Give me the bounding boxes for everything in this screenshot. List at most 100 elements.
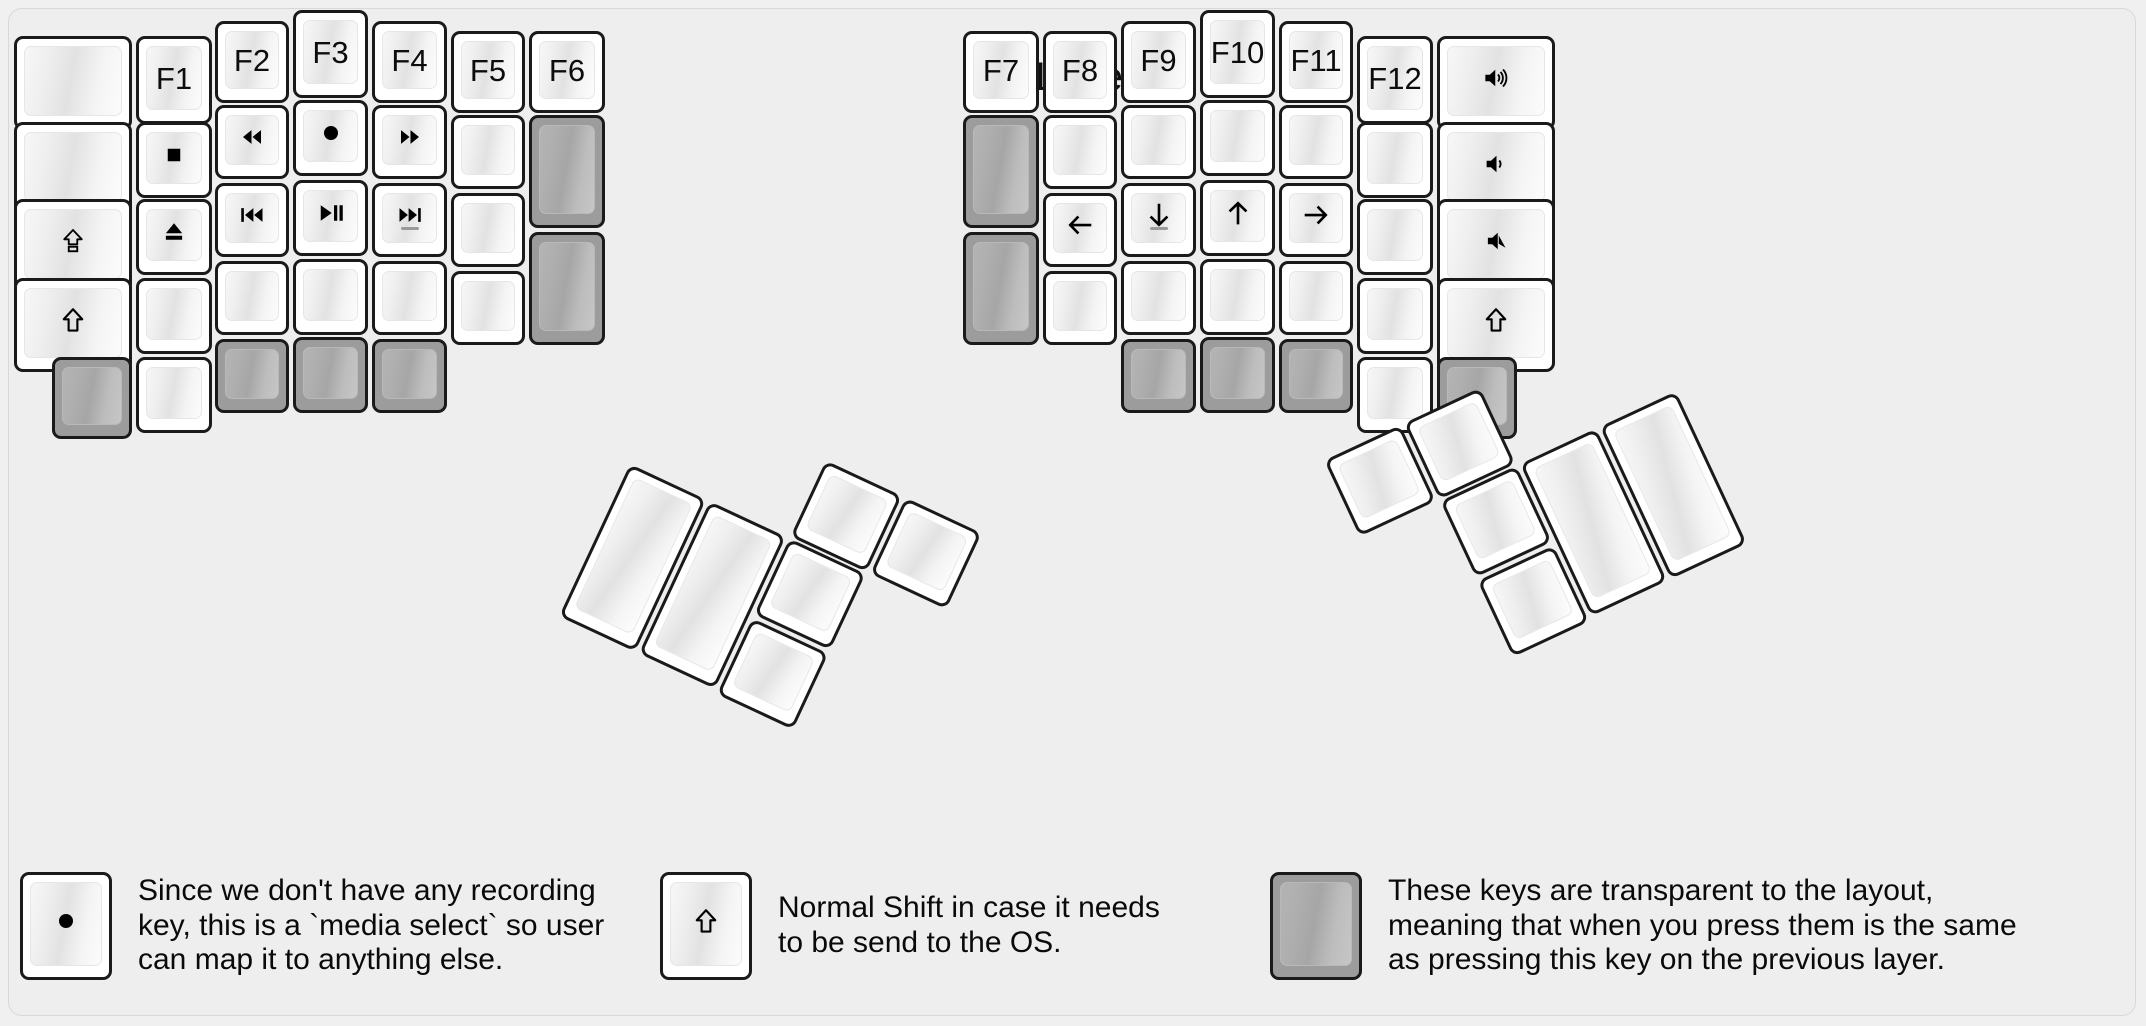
keycap-surface: F10 xyxy=(1210,20,1265,84)
key-fast-forward-icon[interactable] xyxy=(372,105,447,179)
keycap-surface xyxy=(805,473,889,556)
key-blank[interactable] xyxy=(372,339,447,413)
key-arrow-right-icon[interactable] xyxy=(1279,183,1353,257)
keycap-surface xyxy=(225,271,279,321)
keycap-surface xyxy=(1447,132,1545,202)
key-next-track-icon[interactable] xyxy=(372,183,447,257)
key-blank[interactable] xyxy=(1043,271,1117,345)
arrow-down-icon xyxy=(1144,200,1174,236)
key-f3[interactable]: F3 xyxy=(293,10,368,98)
key-arrow-down-icon[interactable] xyxy=(1121,183,1196,257)
key-label: F4 xyxy=(391,42,428,78)
keycap-surface xyxy=(1280,882,1352,966)
keycap-surface xyxy=(225,349,279,399)
key-blank[interactable] xyxy=(215,261,289,335)
key-f8[interactable]: F8 xyxy=(1043,31,1117,113)
key-previous-track-icon[interactable] xyxy=(215,183,289,257)
key-volume-mute-icon[interactable] xyxy=(1437,199,1555,293)
key-blank[interactable] xyxy=(14,122,132,216)
key-shift-icon[interactable] xyxy=(1437,278,1555,372)
keycap-surface xyxy=(1131,349,1186,399)
key-blank[interactable] xyxy=(451,193,525,267)
volume-mute-icon xyxy=(1481,226,1511,262)
keycap-surface xyxy=(146,209,202,261)
key-blank[interactable] xyxy=(529,232,605,345)
keycap-surface xyxy=(1367,209,1423,261)
keycap-surface: F11 xyxy=(1289,31,1343,89)
key-label: F1 xyxy=(155,60,193,96)
keycap-surface xyxy=(1490,558,1575,641)
key-f9[interactable]: F9 xyxy=(1121,21,1196,103)
key-volume-up-icon[interactable] xyxy=(1437,36,1555,130)
keycap-surface xyxy=(1453,478,1537,561)
key-f7[interactable]: F7 xyxy=(963,31,1039,113)
keycap-sub-dash xyxy=(400,227,419,230)
key-blank[interactable] xyxy=(1279,261,1353,335)
key-f12[interactable]: F12 xyxy=(1357,36,1433,124)
key-blank[interactable] xyxy=(293,337,368,413)
keycap-surface xyxy=(382,271,437,321)
key-blank[interactable] xyxy=(1200,259,1275,335)
key-blank[interactable] xyxy=(1121,339,1196,413)
keycap-surface xyxy=(1210,347,1265,399)
key-blank[interactable] xyxy=(1357,278,1433,354)
keycap-surface xyxy=(303,347,358,399)
key-label: F8 xyxy=(1061,52,1099,88)
key-f5[interactable]: F5 xyxy=(451,31,525,113)
keycap-surface xyxy=(1053,125,1107,175)
key-blank[interactable] xyxy=(14,36,132,130)
key-f1[interactable]: F1 xyxy=(136,36,212,124)
key-blank[interactable] xyxy=(963,115,1039,228)
keycap-surface: F6 xyxy=(539,41,595,99)
keycap-surface xyxy=(24,46,122,116)
keycap-surface xyxy=(539,125,595,214)
key-blank[interactable] xyxy=(1200,337,1275,413)
key-blank[interactable] xyxy=(372,261,447,335)
key-shift-icon[interactable] xyxy=(14,278,132,372)
key-blank[interactable] xyxy=(293,259,368,335)
key-blank[interactable] xyxy=(451,115,525,189)
key-arrow-left-icon[interactable] xyxy=(1043,193,1117,267)
key-blank[interactable] xyxy=(1121,105,1196,179)
stop-icon xyxy=(159,140,189,176)
key-blank[interactable] xyxy=(1121,261,1196,335)
key-blank[interactable] xyxy=(529,115,605,228)
key-blank[interactable] xyxy=(1279,339,1353,413)
key-caps-lock-icon[interactable] xyxy=(14,199,132,293)
legend-text: Since we don't have any recording key, t… xyxy=(138,873,605,977)
key-f11[interactable]: F11 xyxy=(1279,21,1353,103)
keycap-surface xyxy=(1053,203,1107,253)
key-blank[interactable] xyxy=(451,271,525,345)
key-blank[interactable] xyxy=(215,339,289,413)
keycap-surface xyxy=(382,349,437,399)
key-label: F11 xyxy=(1290,42,1342,78)
key-blank[interactable] xyxy=(1357,199,1433,275)
key-blank[interactable] xyxy=(1357,122,1433,198)
key-play-pause-icon[interactable] xyxy=(293,180,368,256)
key-blank[interactable] xyxy=(52,357,132,439)
key-blank[interactable] xyxy=(1043,115,1117,189)
caps-lock-icon xyxy=(58,226,88,262)
keycap-surface xyxy=(382,115,437,165)
key-blank[interactable] xyxy=(136,278,212,354)
legend-item: Normal Shift in case it needs to be send… xyxy=(660,872,1160,980)
key-rewind-icon[interactable] xyxy=(215,105,289,179)
key-blank[interactable] xyxy=(1200,100,1275,176)
key-blank[interactable] xyxy=(963,232,1039,345)
key-blank[interactable] xyxy=(1279,105,1353,179)
key-f2[interactable]: F2 xyxy=(215,21,289,103)
key-f4[interactable]: F4 xyxy=(372,21,447,103)
legend-text: Normal Shift in case it needs to be send… xyxy=(778,891,1160,959)
key-f6[interactable]: F6 xyxy=(529,31,605,113)
keycap-surface: F8 xyxy=(1053,41,1107,99)
legend-item: Since we don't have any recording key, t… xyxy=(20,872,604,980)
key-record-icon[interactable] xyxy=(293,100,368,176)
keycap-surface xyxy=(24,209,122,279)
record-icon xyxy=(316,118,346,154)
key-stop-icon[interactable] xyxy=(136,122,212,198)
key-arrow-up-icon[interactable] xyxy=(1200,180,1275,256)
keycap-surface xyxy=(382,193,437,243)
key-eject-icon[interactable] xyxy=(136,199,212,275)
key-blank[interactable] xyxy=(136,357,212,433)
key-f10[interactable]: F10 xyxy=(1200,10,1275,98)
